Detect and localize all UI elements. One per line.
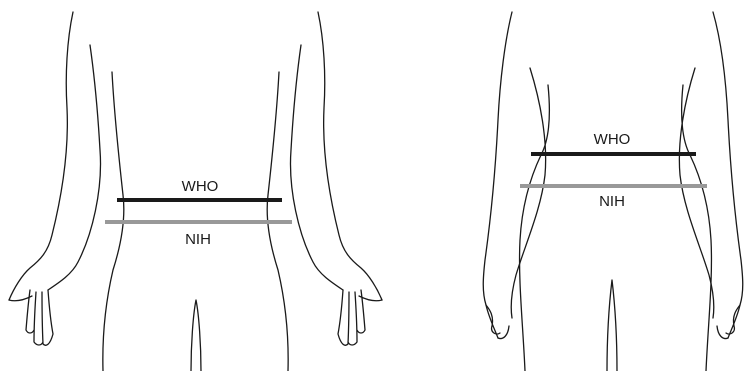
right-figure-left-side	[520, 85, 550, 371]
left-figure-left-arm	[9, 12, 100, 300]
right-figure-leg-gap	[607, 280, 617, 371]
right-figure-who-label: WHO	[594, 131, 631, 148]
right-figure-left-hand	[486, 305, 509, 339]
left-figure-who-label: WHO	[182, 178, 219, 195]
right-figure-nih-label: NIH	[599, 193, 625, 210]
left-figure-nih-label: NIH	[185, 231, 211, 248]
right-figure-right-side	[682, 85, 712, 371]
left-figure-left-hand	[9, 290, 53, 345]
left-figure-leg-gap	[191, 300, 201, 371]
right-figure-right-hand	[717, 305, 740, 339]
left-figure: WHO NIH	[9, 12, 382, 371]
left-figure-right-hand	[338, 290, 382, 345]
right-figure-left-arm	[483, 12, 545, 338]
right-figure: WHO NIH	[483, 12, 743, 371]
left-figure-right-arm	[291, 12, 382, 300]
